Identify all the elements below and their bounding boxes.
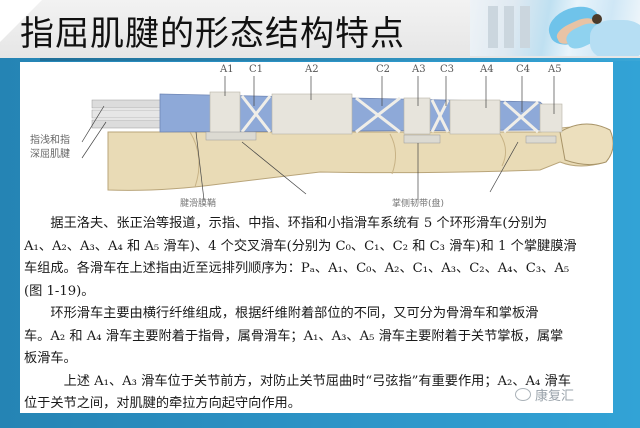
watermark-label: 康复汇 <box>535 389 575 404</box>
paragraph-1-line-2: A₁、A₂、A₃、A₄ 和 A₅ 滑车)、4 个交叉滑车(分别为 C₀、C₁、C… <box>24 238 577 254</box>
paragraph-2-line-3: 板滑车。 <box>24 351 77 366</box>
surgery-photo <box>470 0 640 56</box>
finger-illustration <box>81 76 614 201</box>
pulley-label-a2: A2 <box>305 64 319 75</box>
watermark: 康复汇 <box>515 385 574 404</box>
surgeon-gown <box>590 20 640 56</box>
pulley-label-c4: C4 <box>516 64 531 75</box>
tendon-pulley-diagram: A1 C1 A2 C2 A3 C3 A4 C4 A5 指浅和指 深屈肌腱 腱滑膜… <box>20 62 614 212</box>
pulley-label-a5: A5 <box>548 64 562 75</box>
paragraph-3-line-1: 上述 A₁、A₃ 滑车位于关节前方，对防止关节屈曲时“弓弦指”有重要作用；A₂、… <box>63 373 571 389</box>
header-divider <box>40 58 640 61</box>
pulley-label-c3: C3 <box>440 64 455 75</box>
content-card: A1 C1 A2 C2 A3 C3 A4 C4 A5 指浅和指 深屈肌腱 腱滑膜… <box>20 62 614 416</box>
paragraph-2-line-2: 车。A₂ 和 A₄ 滑车主要附着于指骨，属骨滑车；A₁、A₃、A₅ 滑车主要附着… <box>24 328 564 344</box>
window-blind <box>520 6 530 48</box>
paragraph-3-line-2: 位于关节之间，对肌腱的牵拉方向起守向作用。 <box>24 396 301 411</box>
body-text: 据王洛夫、张正治等报道，示指、中指、环指和小指滑车系统有 5 个环形滑车(分别为… <box>24 213 609 416</box>
tendon-label: 指浅和指 深屈肌腱 <box>30 134 70 162</box>
page-title: 指屈肌腱的形态结构特点 <box>20 14 405 54</box>
paragraph-1-line-1: 据王洛夫、张正治等报道，示指、中指、环指和小指滑车系统有 5 个环形滑车(分别为 <box>50 216 548 231</box>
paragraph-1-line-3: 车组成。各滑车在上述指由近至远排列顺序为：Pₐ、A₁、C₀、A₂、C₁、A₃、C… <box>24 261 570 276</box>
pulley-label-c2: C2 <box>376 64 391 75</box>
surgical-loupe <box>592 14 602 24</box>
pulley-label-a4: A4 <box>480 64 494 75</box>
pulley-label-c1: C1 <box>249 64 264 75</box>
window-blind <box>488 6 498 48</box>
window-blind <box>504 6 514 48</box>
pulley-label-a1: A1 <box>220 64 234 75</box>
paragraph-1-line-4: (图 1-19)。 <box>24 283 95 299</box>
wechat-icon <box>515 388 531 401</box>
paragraph-2-line-1: 环形滑车主要由横行纤维组成，根据纤维附着部位的不同，又可分为骨滑车和掌板滑 <box>50 306 539 321</box>
tendon-label-line1: 指浅和指 <box>30 135 70 146</box>
tendon-label-line2: 深屈肌腱 <box>30 149 70 160</box>
volar-plate-label: 掌侧韧带(盘) <box>392 199 445 209</box>
synovial-sheath-label: 腱滑膜鞘 <box>180 199 217 209</box>
pulley-label-a3: A3 <box>412 64 426 75</box>
